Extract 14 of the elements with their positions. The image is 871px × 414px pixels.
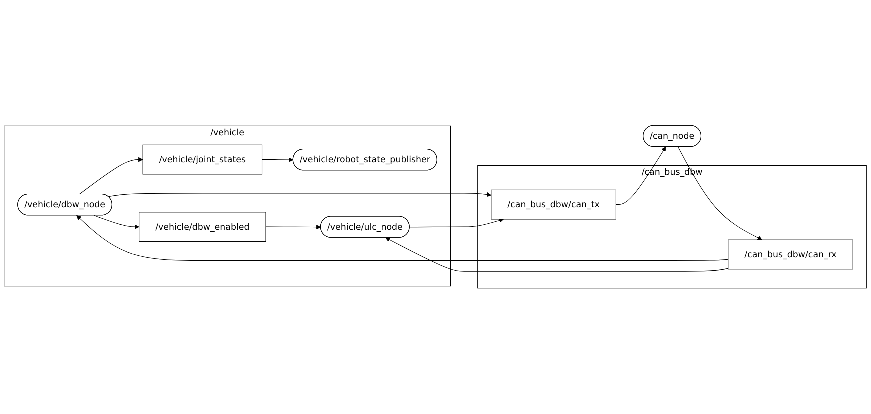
arrow: [262, 158, 294, 162]
node-box: /vehicle/joint_states: [142, 144, 263, 175]
node-box: /can_bus_dbw/can_rx: [728, 240, 854, 270]
arrow: [616, 146, 666, 206]
arrow: [76, 215, 729, 261]
node-box: /vehicle/dbw_enabled: [139, 212, 266, 242]
arrow: [79, 157, 144, 195]
node-box: /can_bus_dbw/can_tx: [491, 190, 616, 220]
arrow: [678, 146, 762, 240]
arrow: [410, 218, 504, 228]
arrow: [108, 192, 492, 198]
arrow: [386, 238, 729, 272]
arrow: [266, 224, 322, 230]
arrow: [94, 215, 140, 230]
